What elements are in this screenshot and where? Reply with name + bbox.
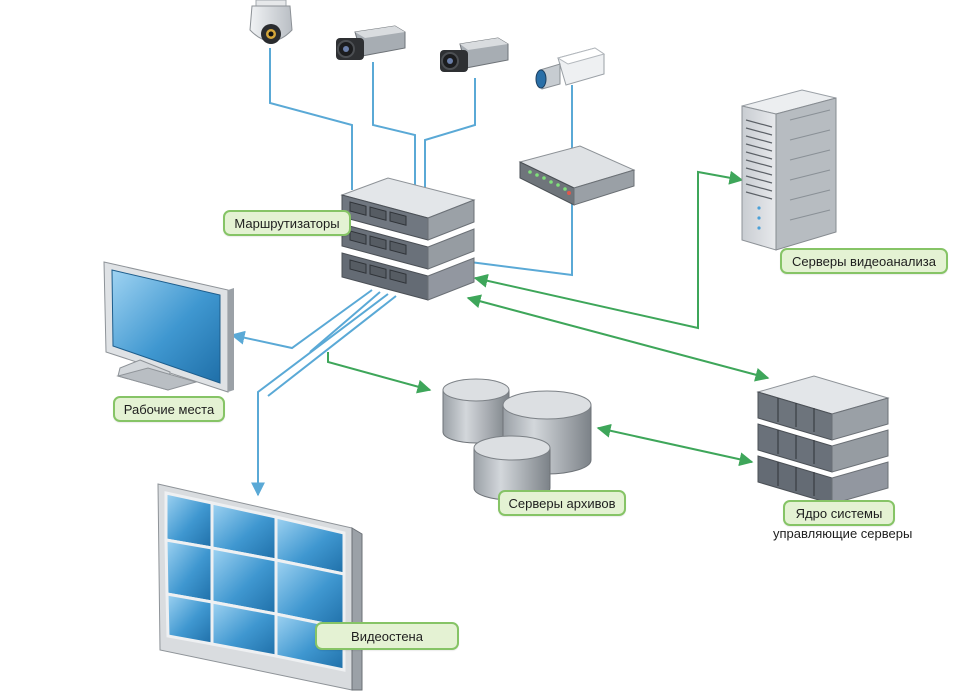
link-archive [327, 352, 432, 394]
server-rack-icon [741, 89, 837, 251]
network-switch-icon [518, 145, 636, 206]
analytics-servers-label: Серверы видеоанализа [780, 248, 948, 274]
video-wall-icon [157, 483, 363, 691]
server-links [327, 170, 770, 467]
link-workstations-2 [309, 291, 381, 353]
link-archive-core [596, 423, 754, 467]
dome-camera-icon [249, 0, 293, 44]
routers-label: Маршрутизаторы [223, 210, 351, 236]
box-camera-icon [440, 37, 509, 72]
link-dome-camera [269, 48, 353, 190]
link-video-wall-2 [267, 295, 397, 397]
link-camera-2 [372, 62, 416, 190]
link-video-wall [251, 293, 389, 497]
link-switch-uplink [469, 195, 573, 277]
archive-servers-label: Серверы архивов [498, 490, 626, 516]
workstations-label: Рабочие места [113, 396, 225, 422]
link-workstations [230, 289, 373, 350]
link-camera-3 [424, 78, 476, 190]
link-core [466, 294, 770, 382]
video-wall-label: Видеостена [315, 622, 459, 650]
core-sublabel: управляющие серверы [773, 526, 913, 541]
link-analytics [473, 170, 744, 330]
server-stack-icon [756, 375, 890, 505]
bullet-camera-icon [535, 47, 606, 90]
box-camera-icon [336, 25, 406, 60]
monitor-icon [103, 261, 234, 393]
database-icon [442, 378, 592, 501]
router-stack-icon [340, 177, 476, 301]
core-label: Ядро системы [783, 500, 895, 526]
